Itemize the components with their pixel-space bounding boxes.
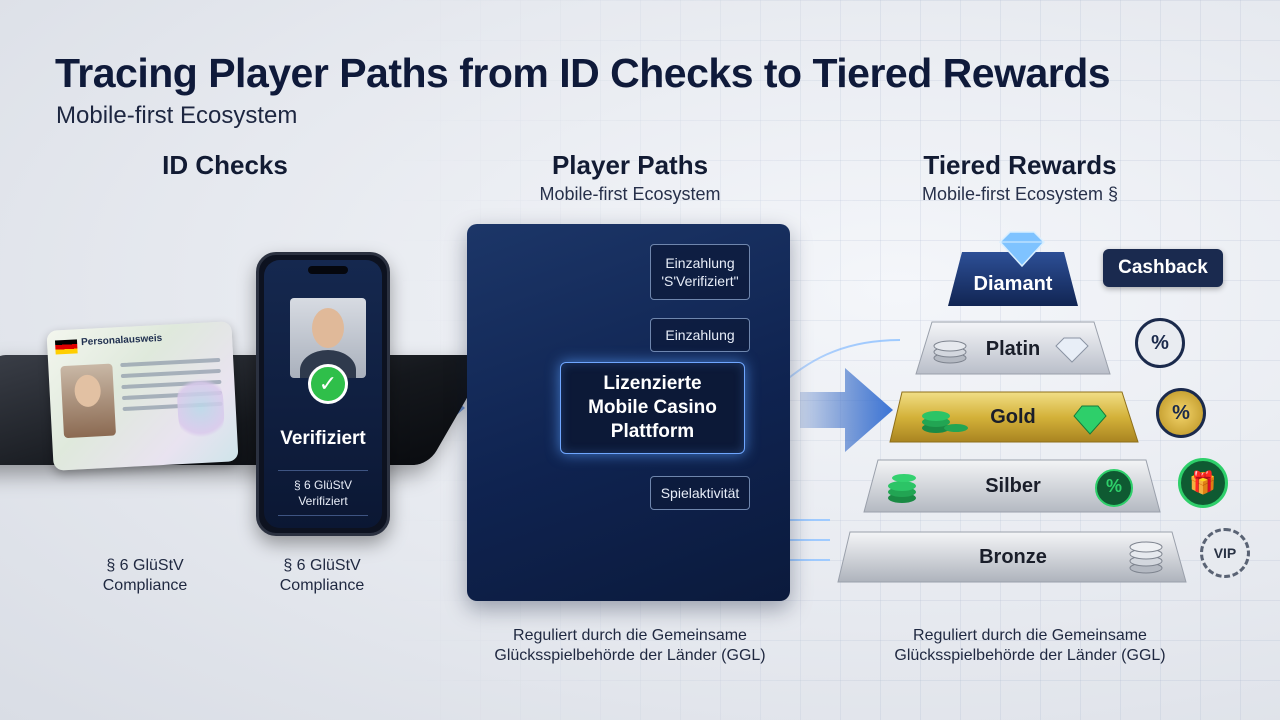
phone-screen: ✓ Verifiziert § 6 GlüStV Verifiziert (264, 260, 382, 528)
tiered-rewards-heading: Tiered Rewards (923, 150, 1117, 180)
core-line2: Mobile Casino (588, 397, 717, 418)
phone-law-line1: § 6 GlüStV (293, 478, 353, 492)
cashback-badge: Cashback (1103, 249, 1223, 287)
tier-platin: Platin (960, 332, 1066, 366)
regulator-caption-right: Reguliert durch die Gemeinsame Glücksspi… (880, 626, 1180, 666)
tier-silber-label: Silber (985, 474, 1041, 497)
player-paths-subheading: Mobile-first Ecosystem (539, 184, 721, 204)
compliance-caption-right-line1: § 6 GlüStV (283, 557, 361, 574)
phone-notch (308, 266, 348, 274)
tier-diamant: Diamant (948, 266, 1078, 302)
tier-diamant-label: Diamant (973, 272, 1053, 295)
node-deposit-verified-line2: 'S'Verifiziert" (661, 273, 739, 289)
id-card-photo (60, 363, 117, 439)
silber-percent-label: % (1105, 476, 1122, 496)
compliance-caption-right-line2: Compliance (279, 577, 365, 594)
tier-bronze: Bronze (960, 540, 1066, 574)
node-deposit-verified: Einzahlung 'S'Verifiziert" (650, 244, 750, 300)
core-line1: Lizenzierte (603, 373, 702, 394)
tiered-rewards-subheading: Mobile-first Ecosystem § (921, 184, 1119, 204)
compliance-caption-left-line2: Compliance (102, 577, 188, 594)
phone-verification: ✓ Verifiziert § 6 GlüStV Verifiziert (256, 252, 390, 536)
hologram-icon (175, 371, 226, 445)
regulator-caption-center-line2: Glücksspielbehörde der Länder (GGL) (494, 647, 766, 664)
player-paths-heading: Player Paths (551, 150, 709, 180)
checkmark-icon: ✓ (308, 364, 348, 404)
german-flag-icon (54, 339, 78, 355)
page-subtitle: Mobile-first Ecosystem (56, 102, 298, 129)
core-line3: Plattform (610, 421, 695, 442)
page-title: Tracing Player Paths from ID Checks to T… (55, 50, 1111, 96)
tier-gold-label: Gold (990, 405, 1036, 428)
node-game-activity: Spielaktivität (650, 476, 750, 510)
tier-platin-label: Platin (985, 337, 1041, 360)
licensed-platform-box: Lizenzierte Mobile Casino Plattform (560, 362, 745, 454)
tier-bronze-label: Bronze (979, 545, 1047, 568)
id-checks-heading: ID Checks (162, 150, 288, 180)
regulator-caption-center-line1: Reguliert durch die Gemeinsame (513, 627, 747, 644)
node-deposit-verified-line1: Einzahlung (665, 255, 735, 271)
phone-law-box: § 6 GlüStV Verifiziert (278, 470, 368, 516)
compliance-caption-right: § 6 GlüStV Compliance (257, 556, 387, 596)
verified-status: Verifiziert (280, 428, 366, 449)
regulator-caption-center: Reguliert durch die Gemeinsame Glücksspi… (480, 626, 780, 666)
id-card-header: Personalausweis (80, 332, 163, 349)
regulator-caption-right-line1: Reguliert durch die Gemeinsame (913, 627, 1147, 644)
percent-badge-navy: % (1135, 318, 1185, 368)
tier-silber: Silber (960, 469, 1066, 503)
compliance-caption-left-line1: § 6 GlüStV (106, 557, 184, 574)
vip-badge: VIP (1200, 528, 1250, 578)
gift-icon: 🎁 (1178, 458, 1228, 508)
regulator-caption-right-line2: Glücksspielbehörde der Länder (GGL) (894, 647, 1166, 664)
tier-gold: Gold (960, 400, 1066, 434)
node-deposit: Einzahlung (650, 318, 750, 352)
compliance-caption-left: § 6 GlüStV Compliance (80, 556, 210, 596)
percent-badge-gold: % (1156, 388, 1206, 438)
phone-law-line2: Verifiziert (298, 494, 348, 508)
id-card-image: Personalausweis (46, 321, 239, 471)
